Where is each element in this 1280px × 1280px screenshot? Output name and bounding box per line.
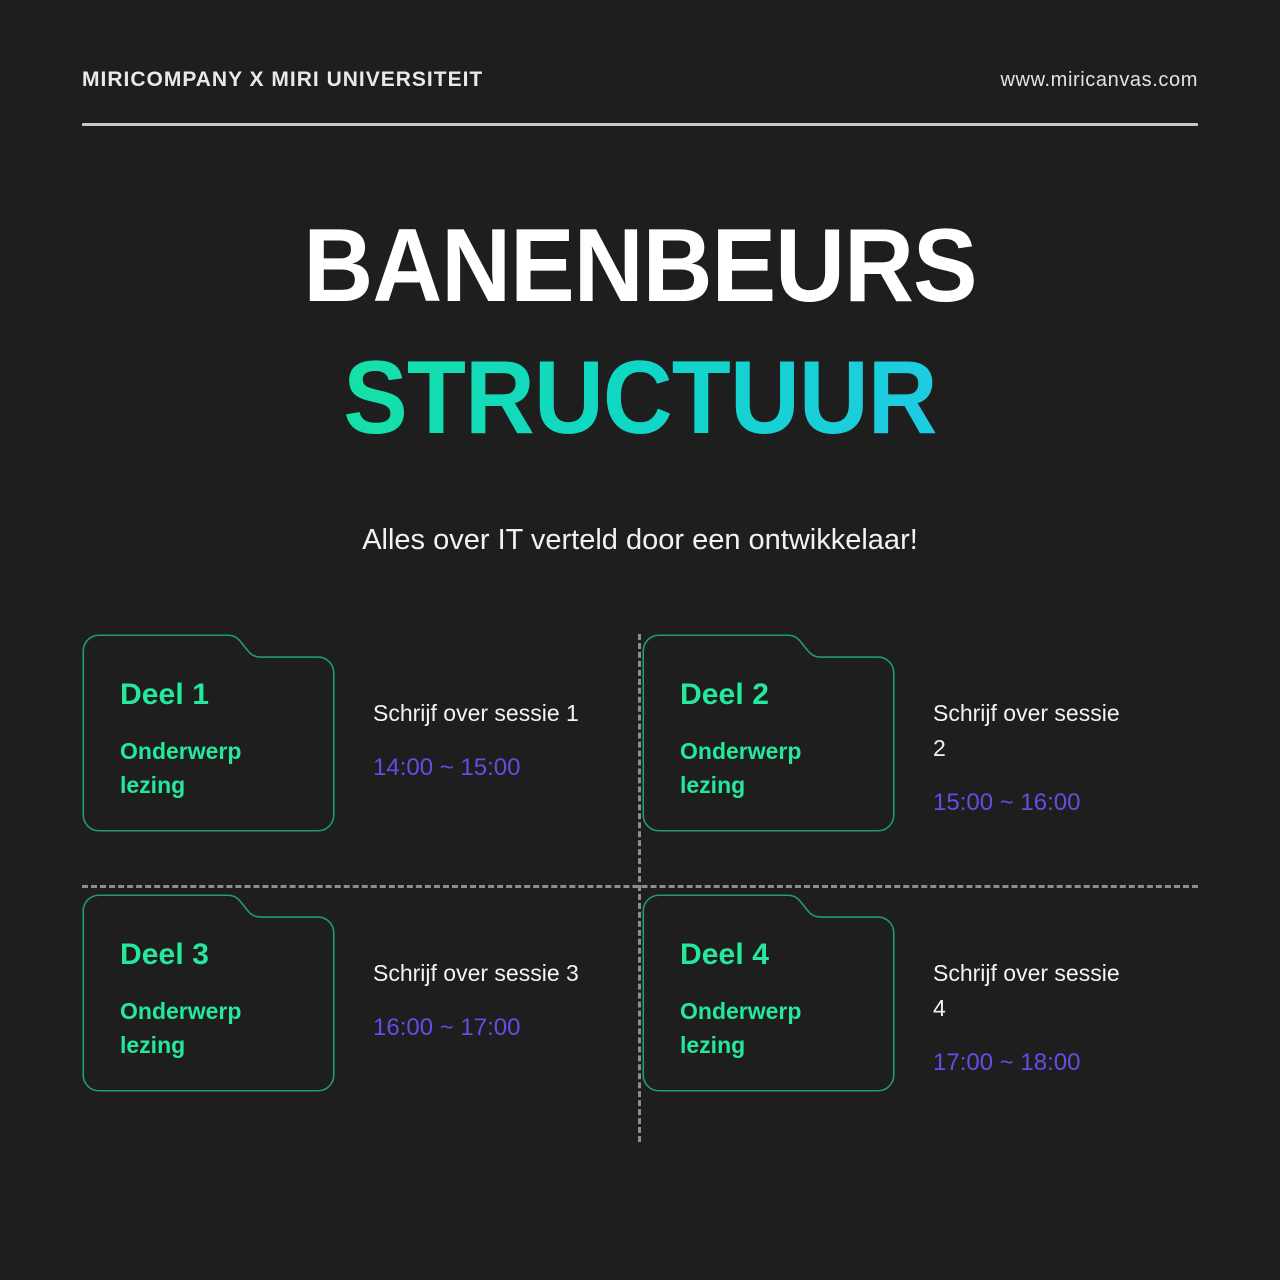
session-time-1: 14:00 ~ 15:00 [373,754,521,781]
session-description-4: Schrijf over sessie 4 [933,960,1120,1021]
folder-text-block-1: Deel 1 Onderwerp lezing [120,678,321,802]
session-description-1: Schrijf over sessie 1 [373,700,579,726]
sessions-grid: Deel 1 Onderwerp lezing Schrijf over ses… [82,634,1198,1146]
header-divider-rule [82,123,1198,126]
session-title-2: Deel 2 [680,678,769,711]
session-description-3: Schrijf over sessie 3 [373,960,579,986]
session-card-2[interactable]: Deel 2 Onderwerp lezing Schrijf over ses… [642,634,1198,886]
session-time-3: 16:00 ~ 17:00 [373,1014,521,1041]
page-tagline: Alles over IT verteld door een ontwikkel… [362,524,918,556]
session-title-3: Deel 3 [120,938,209,971]
session-description-2: Schrijf over sessie 2 [933,700,1120,761]
folder-shape-4: Deel 4 Onderwerp lezing [642,894,895,1092]
session-info-2: Schrijf over sessie 2 15:00 ~ 16:00 [895,634,1125,818]
folder-text-block-3: Deel 3 Onderwerp lezing [120,938,321,1062]
session-info-1: Schrijf over sessie 1 14:00 ~ 15:00 [335,634,597,783]
vertical-dashed-divider [638,634,641,1142]
session-time-2: 15:00 ~ 16:00 [933,789,1081,816]
session-card-4[interactable]: Deel 4 Onderwerp lezing Schrijf over ses… [642,894,1198,1146]
session-card-1[interactable]: Deel 1 Onderwerp lezing Schrijf over ses… [82,634,638,886]
folder-shape-3: Deel 3 Onderwerp lezing [82,894,335,1092]
folder-text-block-4: Deel 4 Onderwerp lezing [680,938,881,1062]
session-time-4: 17:00 ~ 18:00 [933,1049,1081,1076]
folder-outline-icon [642,894,895,1092]
website-url[interactable]: www.miricanvas.com [1000,69,1198,91]
session-info-3: Schrijf over sessie 3 16:00 ~ 17:00 [335,894,597,1043]
session-info-4: Schrijf over sessie 4 17:00 ~ 18:00 [895,894,1125,1078]
session-title-1: Deel 1 [120,678,209,711]
page-title-primary: BANENBEURS [303,208,977,324]
horizontal-dashed-divider [82,885,1198,888]
session-card-3[interactable]: Deel 3 Onderwerp lezing Schrijf over ses… [82,894,638,1146]
folder-outline-icon [82,894,335,1092]
session-topic-3: Onderwerp lezing [120,998,242,1058]
folder-outline-icon [642,634,895,832]
folder-outline-icon [82,634,335,832]
session-topic-4: Onderwerp lezing [680,998,802,1058]
page-title-secondary: STRUCTUUR [45,344,1235,452]
poster-header: MIRICOMPANY X MIRI UNIVERSITEIT www.miri… [82,68,1198,108]
folder-shape-2: Deel 2 Onderwerp lezing [642,634,895,832]
session-title-4: Deel 4 [680,938,769,971]
folder-text-block-2: Deel 2 Onderwerp lezing [680,678,881,802]
folder-shape-1: Deel 1 Onderwerp lezing [82,634,335,832]
brand-title: MIRICOMPANY X MIRI UNIVERSITEIT [82,68,484,91]
session-topic-1: Onderwerp lezing [120,738,242,798]
session-topic-2: Onderwerp lezing [680,738,802,798]
